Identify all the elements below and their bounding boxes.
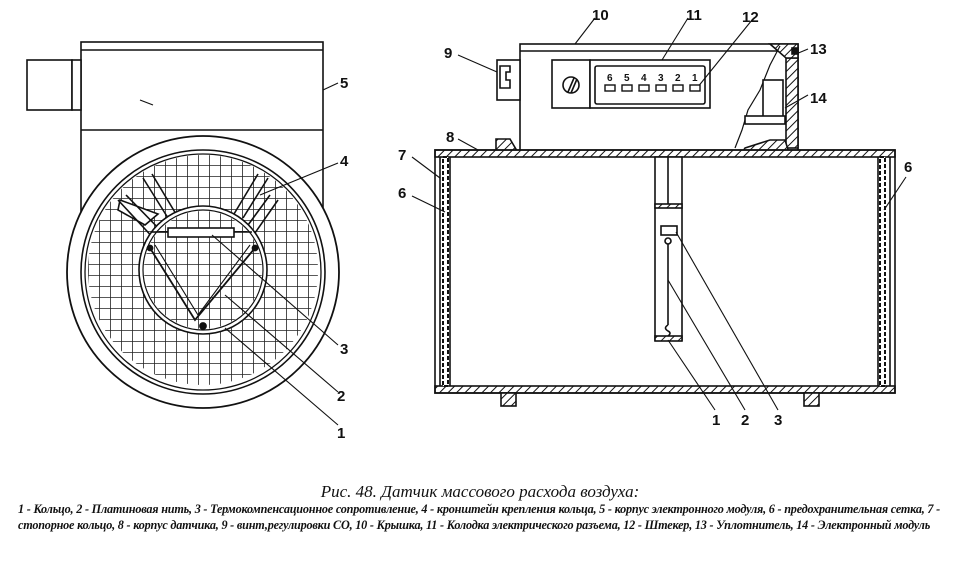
callout-10: 10 [592,7,609,24]
side-view [411,17,907,411]
technical-drawing: 5 4 3 2 1 [26,7,912,442]
callout-1-side: 1 [712,412,720,429]
pin-number-3: 3 [658,73,664,84]
callout-13: 13 [810,41,827,58]
seal [791,47,799,55]
side-leader-lines [411,17,907,411]
measuring-probe [654,156,683,342]
platinum-wire [146,244,259,330]
left-mesh-and-ring [439,156,451,387]
callout-9: 9 [444,45,452,62]
side-plug [26,59,82,111]
front-callouts: 5 4 3 2 1 [337,75,349,442]
pin-number-2: 2 [675,73,681,84]
retaining-ring [80,149,326,395]
callout-1: 1 [337,425,345,442]
front-view [26,41,340,426]
callout-2: 2 [337,388,345,405]
callout-14: 14 [810,90,827,107]
callout-11: 11 [686,7,702,24]
callout-6-right: 6 [904,159,912,176]
callout-7: 7 [398,147,406,164]
pin-number-4: 4 [641,73,647,84]
adjust-screw-knob [496,59,521,101]
connector-pin-3 [655,84,667,92]
figure-title: Рис. 48. Датчик массового расхода воздух… [320,482,640,501]
connector-pin-1 [689,84,701,92]
callout-12: 12 [742,9,759,26]
electronic-module [762,79,784,121]
side-callouts: 10 11 12 13 9 14 8 7 6 6 1 2 3 [398,7,912,429]
sensor-body [434,149,896,407]
callout-3-side: 3 [774,412,782,429]
pin-number-6: 6 [607,73,613,84]
callout-4: 4 [340,153,349,170]
callout-2-side: 2 [741,412,749,429]
callout-5: 5 [340,75,348,92]
thermo-resistor [167,227,235,238]
callout-6-left: 6 [398,185,406,202]
callout-3: 3 [340,341,348,358]
connector-pin-5 [621,84,633,92]
right-mesh-and-ring [877,156,891,387]
connector-pin-4 [638,84,650,92]
co-adjust-screw-icon [562,76,580,94]
pin-number-1: 1 [692,73,698,84]
connector-pin-6 [604,84,616,92]
callout-8: 8 [446,129,454,146]
front-leader-lines [211,82,339,426]
connector-pin-2 [672,84,684,92]
figure-legend: 1 - Кольцо, 2 - Платиновая нить, 3 - Тер… [18,502,941,532]
pin-number-5: 5 [624,73,630,84]
